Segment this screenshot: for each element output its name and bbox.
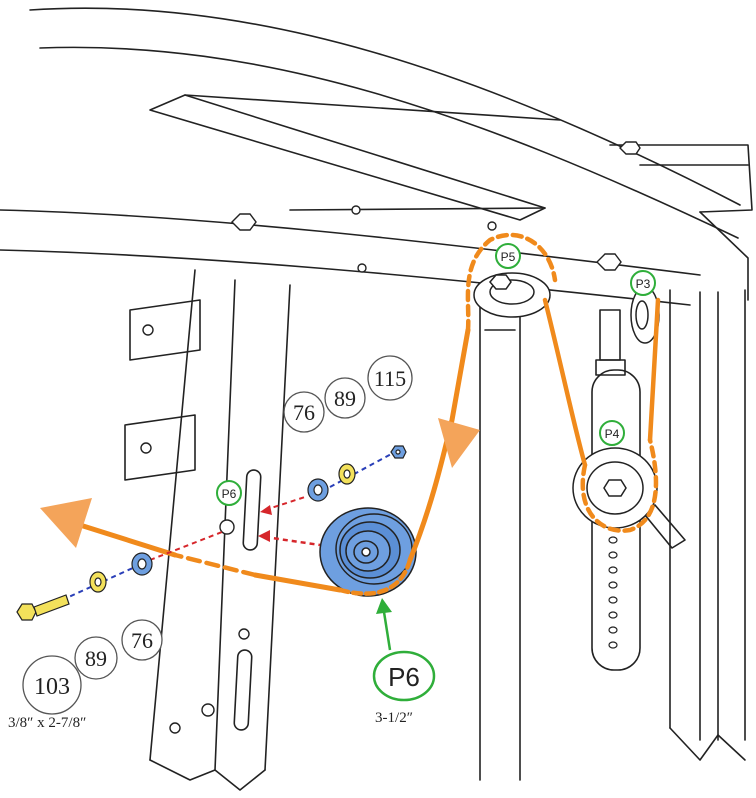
pulley-label-rings: [216, 243, 656, 702]
pulley-label-p3: P3: [636, 277, 651, 291]
washer-right: [338, 463, 356, 485]
pulley-p5: [473, 272, 551, 318]
bolt-size-label: 3/8″ x 2-7/8″: [8, 715, 86, 731]
pulley-label-p6-large: P6: [388, 662, 420, 692]
callout-89-right: 89: [334, 386, 356, 411]
callout-89-left: 89: [85, 646, 107, 671]
callout-circles: [22, 355, 413, 715]
cable-direction-arrow-icon: [40, 418, 480, 548]
frame-drawing: [0, 7, 753, 791]
pulley-label-p6-small: P6: [222, 487, 237, 501]
frame-fasteners: [140, 141, 641, 734]
pulley-label-p5: P5: [501, 250, 516, 264]
pulley-p3: [630, 286, 660, 344]
hex-nut-icon: [390, 445, 407, 459]
callout-115: 115: [374, 366, 406, 391]
pulley-p6-highlighted: [319, 507, 417, 597]
callout-76-left: 76: [131, 628, 153, 653]
callout-76-right: 76: [293, 400, 315, 425]
hex-bolt-icon: [16, 594, 70, 621]
pulley-label-p4: P4: [605, 427, 620, 441]
spacer-left: [131, 552, 153, 576]
pulley-size-label: 3-1/2″: [375, 710, 413, 726]
leader-arrow-icon: [376, 598, 392, 651]
callout-103: 103: [34, 674, 70, 700]
insert-arrow-icon: [258, 505, 272, 542]
spacer-right: [307, 478, 329, 502]
washer-left: [89, 571, 107, 593]
